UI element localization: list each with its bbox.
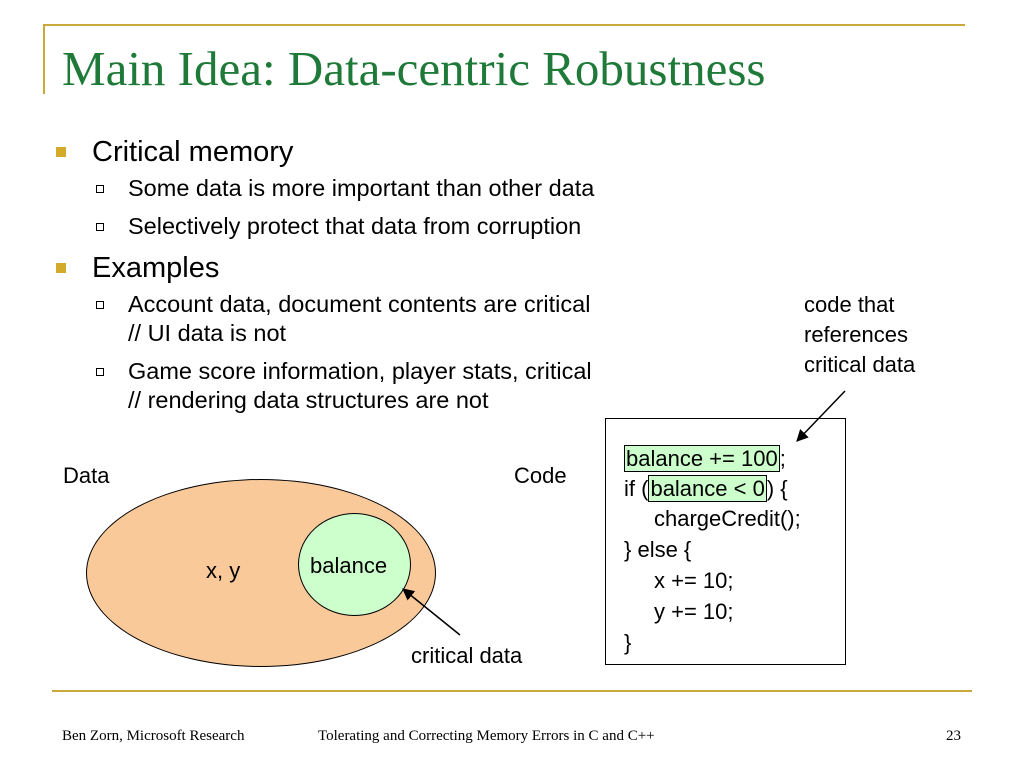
data-label: Data [63, 463, 110, 488]
code-line-7: } [624, 630, 632, 655]
hollow-square-bullet-icon [96, 368, 104, 376]
hollow-square-bullet-icon [96, 185, 104, 193]
code-box: balance += 100; if (balance < 0) { charg… [605, 418, 846, 665]
code-line-1: balance += 100; [624, 445, 786, 473]
critical-data-label: critical data [411, 643, 523, 668]
bullet-list: Critical memory Some data is more import… [56, 134, 776, 424]
code-line-2: if (balance < 0) { [624, 475, 788, 503]
sub-bullet-text: Some data is more important than other d… [128, 175, 595, 201]
sub-bullet-continuation: // rendering data structures are not [128, 387, 489, 413]
square-bullet-icon [56, 263, 66, 273]
footer-talk-title: Tolerating and Correcting Memory Errors … [318, 728, 655, 744]
code-text: ; [779, 446, 786, 471]
code-line-3: chargeCredit(); [654, 506, 801, 531]
code-text: ) { [766, 476, 788, 501]
annotation-text: code that references critical data [804, 290, 915, 380]
critical-reference-highlight: balance < 0 [648, 475, 767, 502]
critical-data-circle [298, 513, 411, 616]
slide-title: Main Idea: Data-centric Robustness [62, 41, 766, 96]
hollow-square-bullet-icon [96, 223, 104, 231]
annotation-line: code that [804, 292, 895, 317]
xy-label: x, y [206, 558, 241, 583]
footer-author: Ben Zorn, Microsoft Research [62, 728, 245, 744]
annotation-line: references [804, 322, 908, 347]
code-line-4: } else { [624, 537, 692, 562]
code-label: Code [514, 463, 567, 488]
sub-bullet: Some data is more important than other d… [56, 174, 776, 203]
critical-reference-highlight: balance += 100 [624, 445, 780, 472]
bullet-text: Critical memory [92, 136, 294, 168]
sub-bullet-continuation: // UI data is not [128, 320, 287, 346]
frame-vertical-line [43, 24, 45, 94]
sub-bullet-text: Account data, document contents are crit… [128, 291, 591, 317]
code-line-5: x += 10; [654, 568, 734, 593]
annotation-line: critical data [804, 352, 916, 377]
sub-bullet-text: Game score information, player stats, cr… [128, 358, 592, 384]
bullet-examples: Examples [56, 250, 776, 286]
bullet-critical-memory: Critical memory [56, 134, 776, 170]
sub-bullet: Game score information, player stats, cr… [56, 357, 776, 415]
balance-label: balance [310, 553, 388, 578]
page-number: 23 [946, 728, 961, 744]
frame-top-line [43, 24, 965, 26]
code-text: if ( [624, 476, 649, 501]
sub-bullet-text: Selectively protect that data from corru… [128, 213, 582, 239]
footer-divider [52, 690, 972, 692]
square-bullet-icon [56, 147, 66, 157]
bullet-text: Examples [92, 252, 220, 284]
sub-bullet: Selectively protect that data from corru… [56, 212, 776, 241]
code-line-6: y += 10; [654, 599, 734, 624]
sub-bullet: Account data, document contents are crit… [56, 290, 776, 348]
hollow-square-bullet-icon [96, 301, 104, 309]
